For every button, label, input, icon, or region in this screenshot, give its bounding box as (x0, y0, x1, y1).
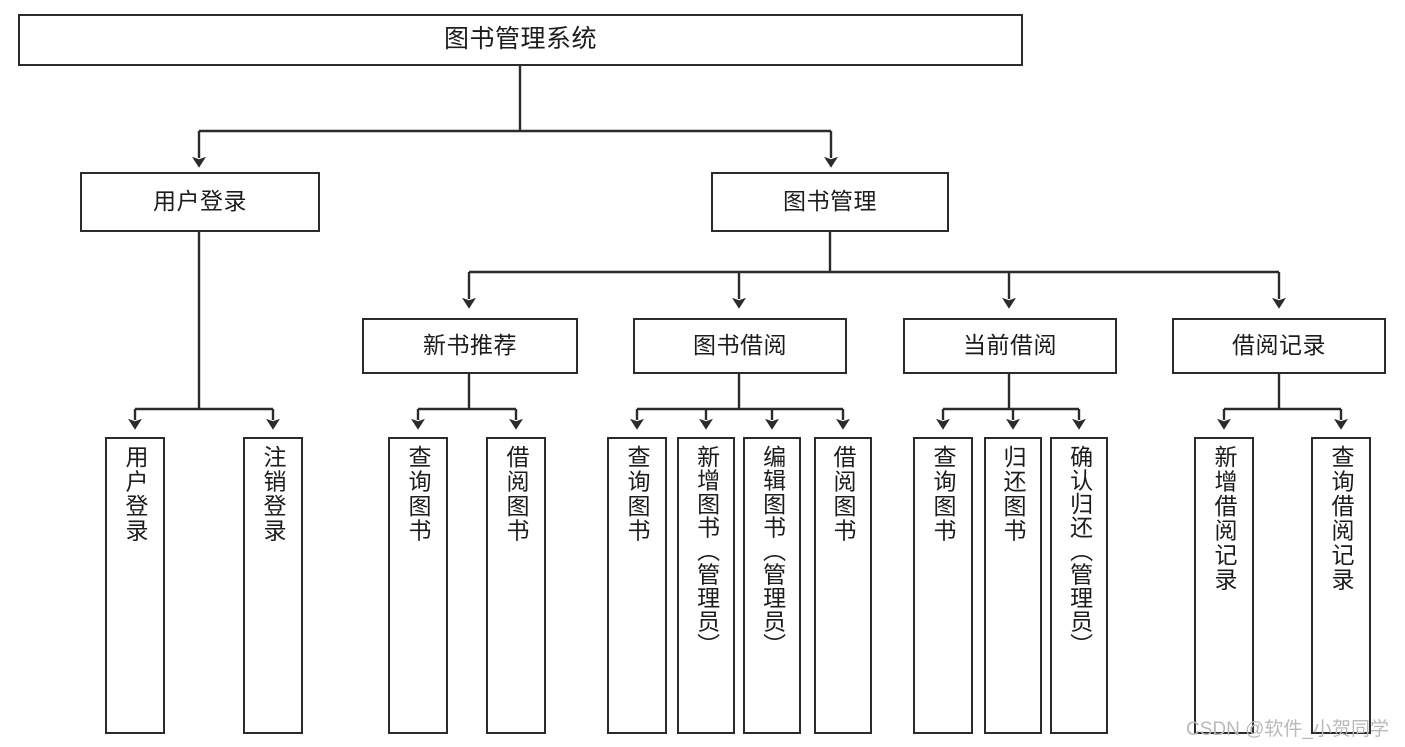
leaf-label: 借阅图书 (503, 445, 530, 543)
leaf-borrow-book[interactable]: 借阅图书 (814, 437, 872, 734)
node-label: 图书管理 (783, 188, 877, 215)
node-current-borrow[interactable]: 当前借阅 (903, 318, 1117, 374)
leaf-label: 确认归还（管理员） (1066, 445, 1093, 657)
leaf-label: 新增借阅记录 (1211, 445, 1238, 592)
leaf-user-login[interactable]: 用户登录 (105, 437, 165, 734)
leaf-query-borrow-record[interactable]: 查询借阅记录 (1311, 437, 1371, 734)
node-label: 借阅记录 (1232, 332, 1326, 359)
leaf-label: 注销登录 (260, 445, 287, 543)
leaf-return-book[interactable]: 归还图书 (984, 437, 1042, 734)
leaf-label: 借阅图书 (830, 445, 857, 543)
watermark-text: CSDN @软件_小贺同学 (1186, 719, 1389, 740)
node-root-system[interactable]: 图书管理系统 (18, 14, 1023, 66)
node-label: 图书管理系统 (443, 25, 597, 54)
node-label: 用户登录 (153, 188, 247, 215)
leaf-query-book-borrow[interactable]: 查询图书 (607, 437, 667, 734)
leaf-label: 查询图书 (930, 445, 957, 543)
node-book-management[interactable]: 图书管理 (711, 172, 949, 232)
leaf-label: 查询图书 (624, 445, 651, 543)
leaf-label: 编辑图书（管理员） (759, 445, 786, 657)
node-label: 图书借阅 (693, 332, 787, 359)
node-user-login[interactable]: 用户登录 (80, 172, 320, 232)
leaf-label: 新增图书（管理员） (693, 445, 720, 657)
leaf-label: 用户登录 (122, 445, 149, 543)
node-new-book-recommend[interactable]: 新书推荐 (362, 318, 578, 374)
node-label: 新书推荐 (423, 332, 517, 359)
leaf-label: 查询借阅记录 (1328, 445, 1355, 592)
leaf-edit-book-admin[interactable]: 编辑图书（管理员） (743, 437, 801, 734)
node-book-borrow[interactable]: 图书借阅 (633, 318, 847, 374)
node-label: 当前借阅 (963, 332, 1057, 359)
leaf-add-book-admin[interactable]: 新增图书（管理员） (677, 437, 735, 734)
leaf-borrow-book-recommend[interactable]: 借阅图书 (486, 437, 546, 734)
leaf-logout[interactable]: 注销登录 (243, 437, 303, 734)
node-borrow-records[interactable]: 借阅记录 (1172, 318, 1386, 374)
leaf-query-book-current[interactable]: 查询图书 (913, 437, 973, 734)
leaf-add-borrow-record[interactable]: 新增借阅记录 (1194, 437, 1254, 734)
leaf-query-book-recommend[interactable]: 查询图书 (388, 437, 448, 734)
leaf-confirm-return-admin[interactable]: 确认归还（管理员） (1050, 437, 1108, 734)
leaf-label: 归还图书 (1000, 445, 1027, 543)
leaf-label: 查询图书 (405, 445, 432, 543)
